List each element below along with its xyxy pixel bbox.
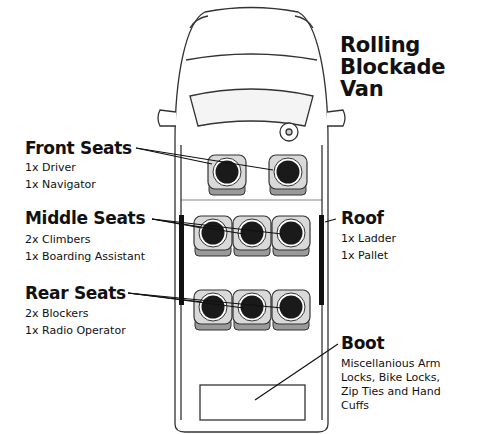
section-heading: Middle Seats <box>25 208 150 228</box>
section-heading: Boot <box>341 333 441 353</box>
seat-role: 1x Radio Operator <box>25 324 155 338</box>
title: Rolling Blockade Van <box>340 34 460 100</box>
seat-role: 1x Navigator <box>25 178 135 192</box>
section-heading: Roof <box>341 208 441 228</box>
seat-role: 1x Driver <box>25 161 135 175</box>
section-heading: Front Seats <box>25 138 140 158</box>
boot-contents: Miscellanious Arm Locks, Bike Locks, Zip… <box>341 357 441 413</box>
roof-item: 1x Ladder <box>341 232 441 246</box>
section-heading: Rear Seats <box>25 283 130 303</box>
van-body <box>158 8 345 433</box>
seat-role: 1x Boarding Assistant <box>25 250 165 264</box>
seat-role: 2x Blockers <box>25 307 155 321</box>
leader-lines <box>128 148 338 400</box>
roof-item: 1x Pallet <box>341 249 441 263</box>
seat-role: 2x Climbers <box>25 233 165 247</box>
